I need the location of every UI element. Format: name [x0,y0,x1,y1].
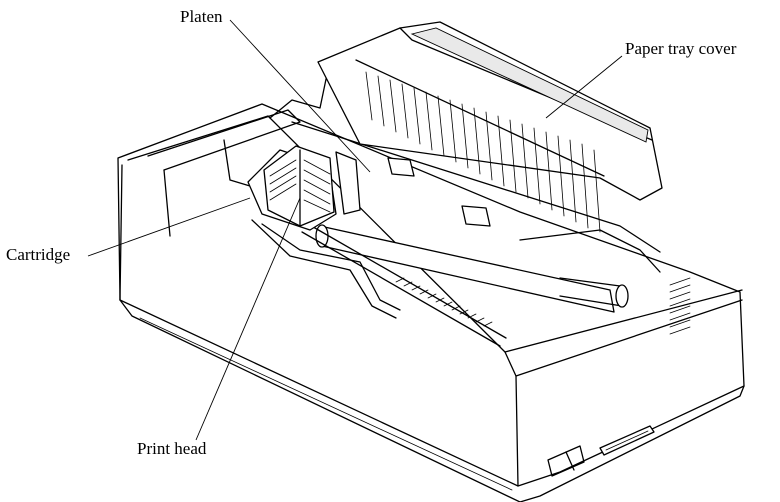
interior [147,44,661,273]
leader-paper-tray-cover [545,55,623,119]
label-print-head: Print head [137,439,207,458]
leader-cartridge [87,197,251,257]
paper-tray-cover [317,21,663,233]
side-vents [669,277,691,335]
label-paper-tray-cover: Paper tray cover [625,39,737,58]
label-cartridge: Cartridge [6,245,71,264]
label-platen: Platen [180,7,223,26]
leader-print-head [195,197,301,441]
leader-platen [229,19,371,173]
parallel-port [599,425,655,456]
leader-lines [87,19,623,441]
carriage-rail [301,223,507,347]
cartridge-carriage [247,145,401,319]
